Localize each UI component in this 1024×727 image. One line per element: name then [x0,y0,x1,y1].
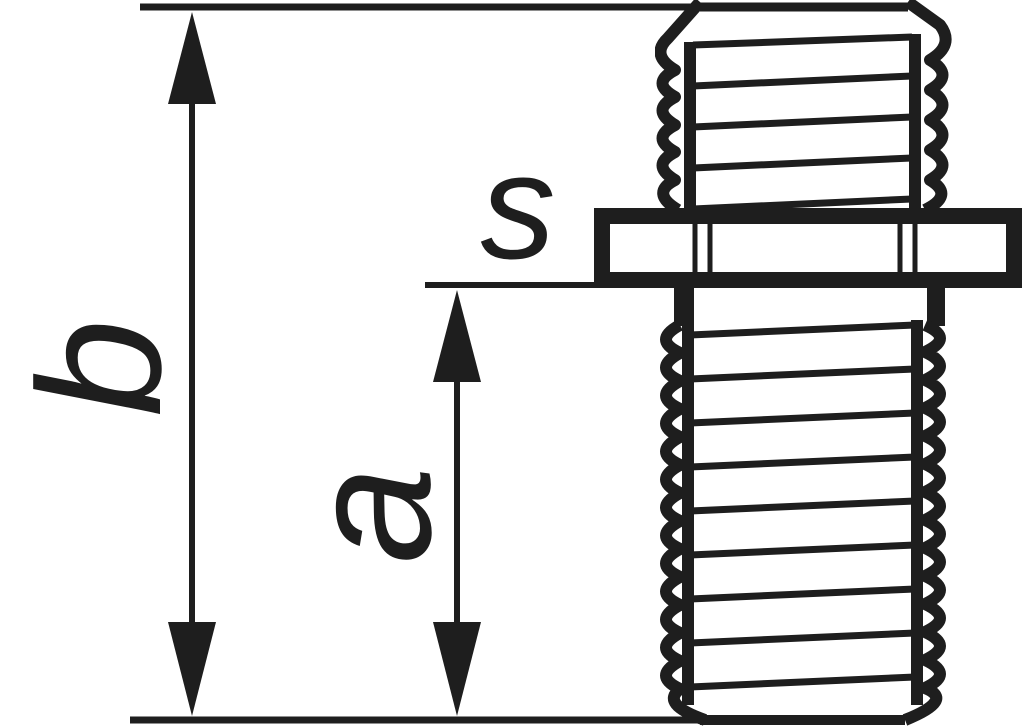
label-s: s [481,122,556,290]
lower-thread-profile-left [660,319,708,726]
arrowhead-down-icon [433,622,481,716]
dimension-b [168,12,216,716]
arrowhead-up-icon [433,290,481,382]
lower-thread-profile-right [902,319,946,726]
upper-thread-profile-left [655,0,705,212]
dimension-a [433,290,481,716]
arrowhead-up-icon [168,12,216,104]
upper-thread-profile-right [904,0,952,212]
arrowhead-down-icon [168,622,216,716]
label-a: a [273,466,468,563]
upper-threaded-section [655,0,952,213]
lower-threaded-section [660,288,946,726]
collar-flange [594,208,1022,288]
label-b: b [3,319,198,416]
